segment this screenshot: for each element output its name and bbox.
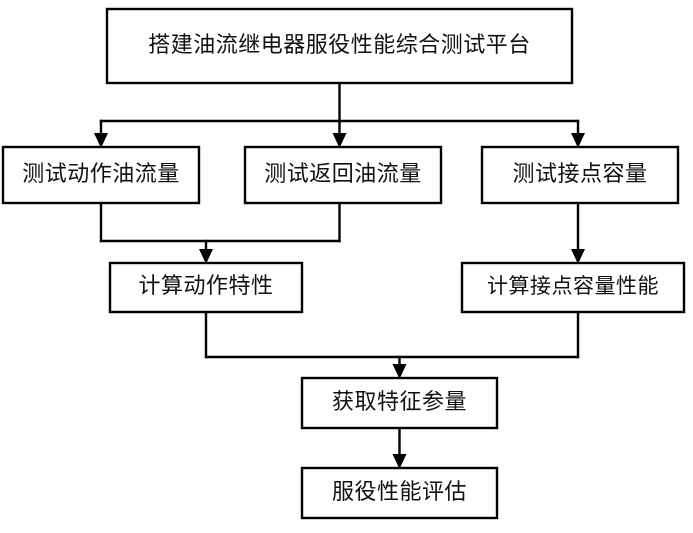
node-rect-test-action-oil-flow: [1, 145, 201, 205]
node-build-test-platform[interactable]: 搭建油流继电器服役性能综合测试平台: [105, 7, 574, 85]
edge-platform-to-row2: [94, 81, 585, 148]
node-rect-get-feature-parameters: [300, 376, 499, 430]
node-label-service-performance-evaluation: 服役性能评估: [332, 479, 467, 504]
arrow-head-get-features: [392, 364, 407, 379]
node-label-get-feature-parameters: 获取特征参量: [332, 389, 467, 414]
edge-get-features-to-service-eval: [392, 426, 407, 469]
arrow-head-test-action: [94, 133, 108, 148]
node-label-test-contact-capacity: 测试接点容量: [512, 161, 647, 186]
edge-test-contact-to-calc-contact: [571, 201, 585, 264]
node-rect-service-performance-evaluation: [300, 466, 499, 520]
arrow-head-service-eval: [392, 454, 407, 469]
node-get-feature-parameters[interactable]: 获取特征参量: [300, 376, 499, 430]
node-calc-action-characteristic[interactable]: 计算动作特性: [108, 261, 304, 314]
node-rect-build-test-platform: [105, 7, 574, 85]
node-label-calc-action-characteristic: 计算动作特性: [138, 273, 273, 298]
node-label-test-return-oil-flow: 测试返回油流量: [264, 161, 422, 186]
node-service-performance-evaluation[interactable]: 服役性能评估: [300, 466, 499, 520]
edge-row3-to-get-features: [204, 310, 580, 379]
arrow-head-calc-contact: [571, 249, 585, 264]
edge-row2-to-calc-action: [99, 201, 341, 264]
arrow-head-calc-action: [199, 249, 213, 264]
node-rect-calc-contact-capacity-performance: [460, 261, 686, 314]
node-test-contact-capacity[interactable]: 测试接点容量: [480, 145, 680, 205]
node-calc-contact-capacity-performance[interactable]: 计算接点容量性能: [460, 261, 686, 314]
node-rect-test-contact-capacity: [480, 145, 680, 205]
node-rect-calc-action-characteristic: [108, 261, 304, 314]
node-rect-test-return-oil-flow: [243, 145, 443, 205]
node-test-return-oil-flow[interactable]: 测试返回油流量: [243, 145, 443, 205]
arrow-head-test-contact: [571, 133, 585, 148]
node-label-build-test-platform: 搭建油流继电器服役性能综合测试平台: [148, 32, 531, 57]
node-test-action-oil-flow[interactable]: 测试动作油流量: [1, 145, 201, 205]
node-label-test-action-oil-flow: 测试动作油流量: [22, 161, 180, 186]
arrow-head-test-return: [332, 133, 347, 148]
node-label-calc-contact-capacity-performance: 计算接点容量性能: [487, 274, 659, 298]
